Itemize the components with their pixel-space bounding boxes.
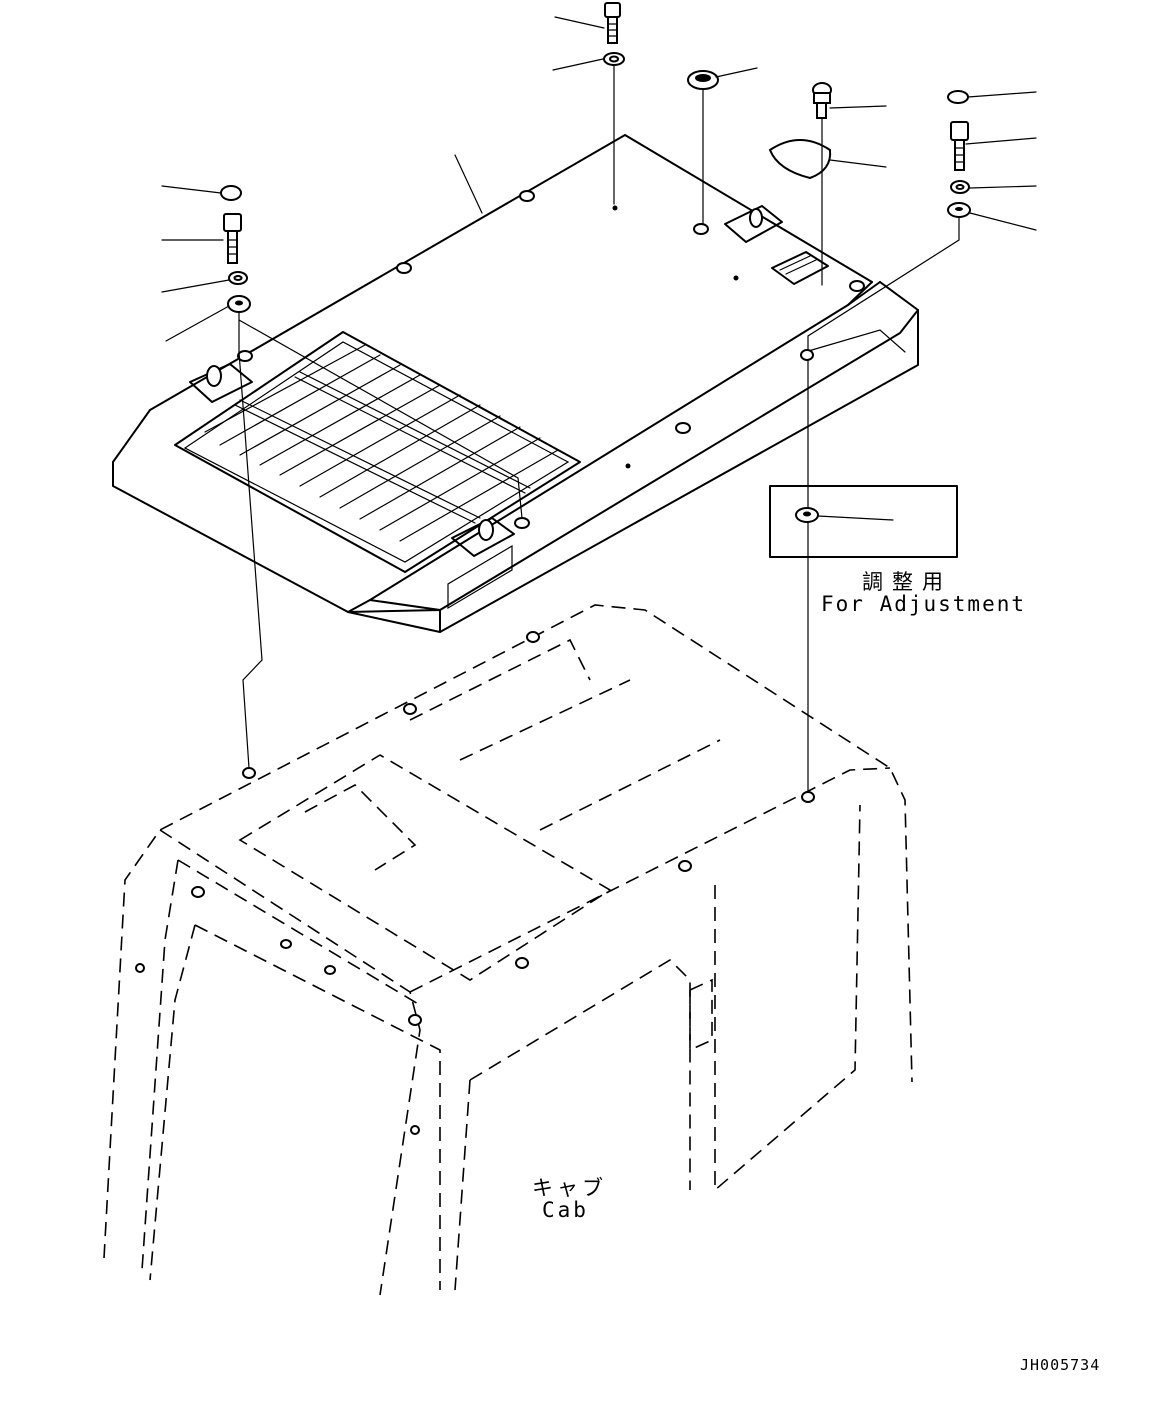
adjustment-label-en: For Adjustment	[821, 592, 1027, 616]
cap-icon	[947, 90, 969, 104]
washer-icon	[947, 202, 971, 218]
leader-lines	[161, 16, 1037, 342]
adjustment-detail-box	[769, 485, 958, 558]
bolt-icon	[604, 2, 621, 44]
roof-hook-front	[451, 517, 515, 557]
washer-icon	[227, 295, 251, 313]
cap-icon	[220, 185, 242, 201]
bolt-icon	[950, 121, 969, 171]
grommet-icon	[687, 70, 719, 90]
washer-icon	[950, 180, 970, 194]
adjustment-label-jp: 調整用	[862, 570, 952, 594]
bolt-icon	[223, 213, 242, 264]
cover-plate-icon	[768, 139, 832, 180]
washer-icon	[228, 271, 248, 285]
roof-guard-panel	[112, 134, 919, 633]
roof-hook-left	[189, 363, 253, 403]
cab-bolts	[135, 631, 815, 1135]
drawing-code: JH005734	[1020, 1356, 1101, 1374]
washer-icon	[603, 52, 625, 66]
cab-body	[103, 604, 913, 1296]
cab-label-jp: キャブ	[532, 1176, 607, 1200]
roof-vent	[771, 251, 829, 285]
roof-grid	[174, 331, 581, 573]
alignment-lines	[238, 65, 960, 793]
roof-holes	[237, 190, 865, 529]
roof-hook-top	[724, 205, 783, 243]
bolt-icon	[812, 82, 832, 119]
cab-label-en: Cab	[542, 1198, 589, 1222]
